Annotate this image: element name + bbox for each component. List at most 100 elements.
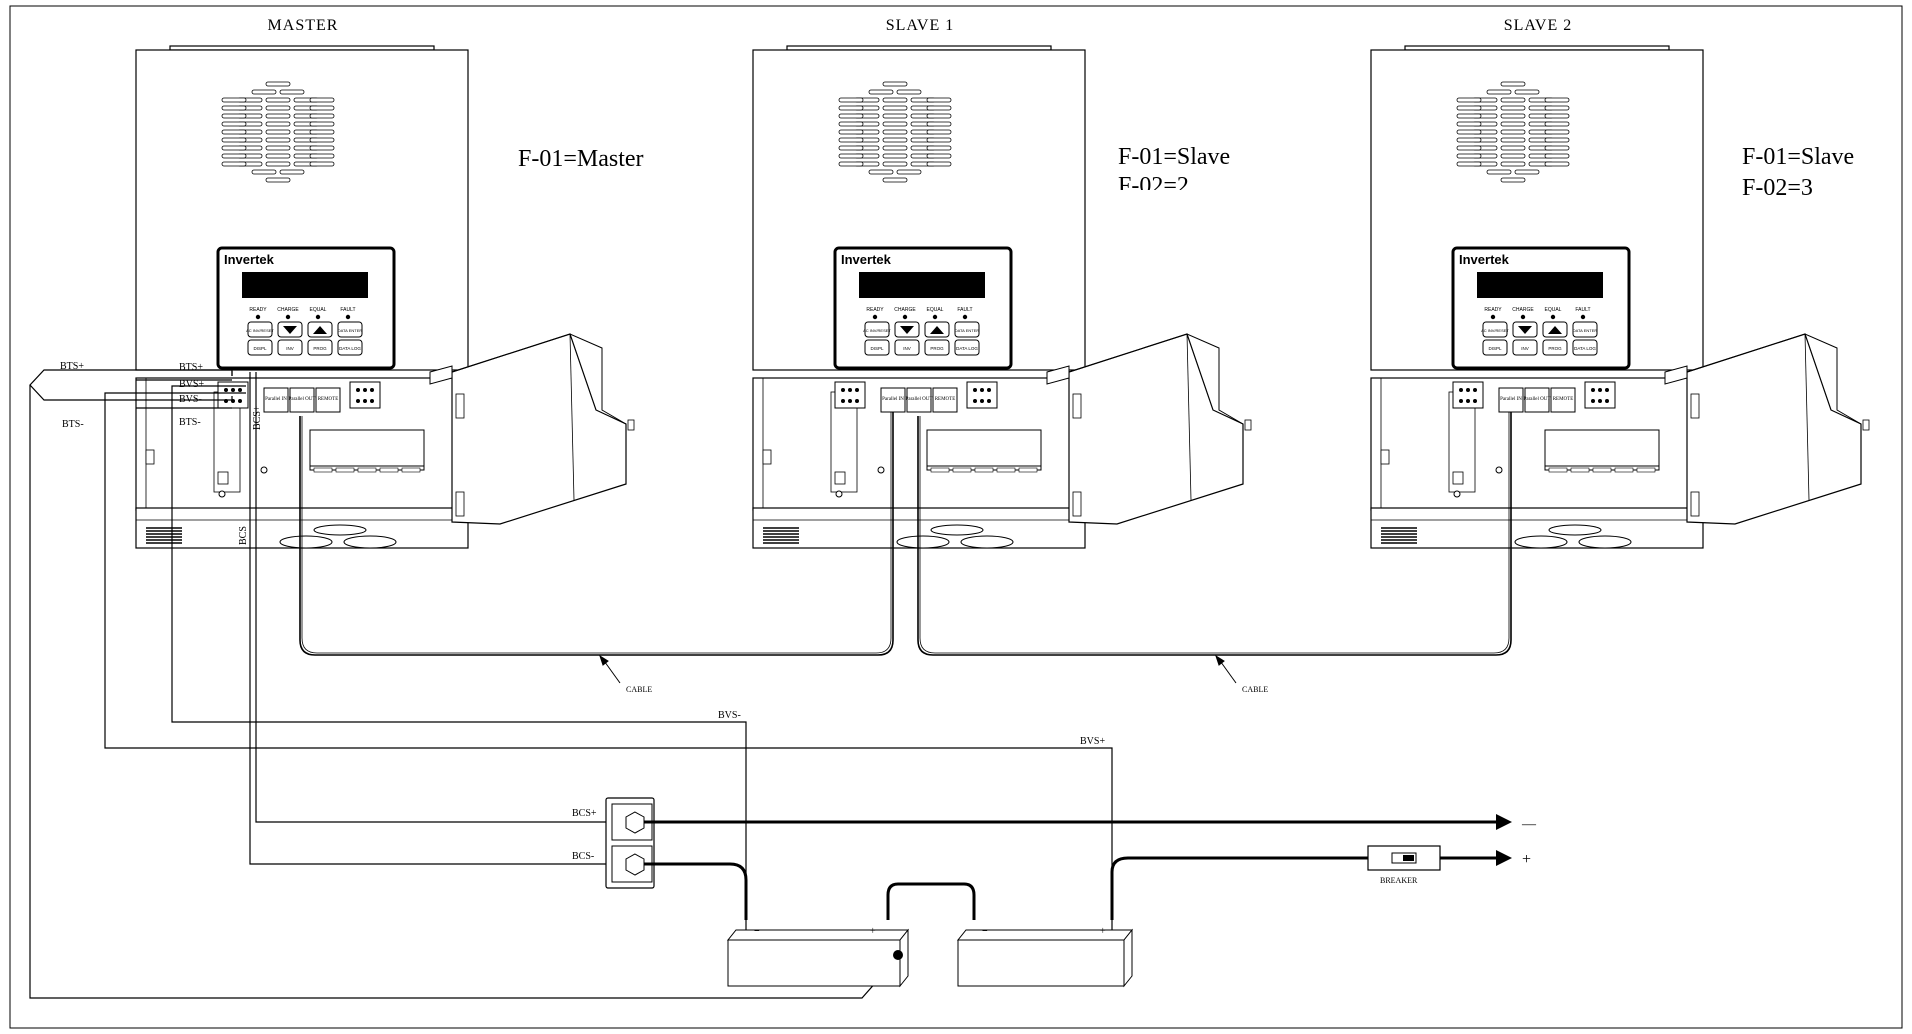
keypad-button[interactable] [1572,321,1598,338]
open-cover-slave1 [1068,333,1244,525]
led-label: READY [1484,307,1502,313]
label-bts-minus-left: BTS- [62,419,84,430]
keypad-button[interactable] [1482,339,1508,356]
parallel-port [880,387,906,413]
brand-label: Invertek [224,252,275,267]
breaker [1367,845,1441,871]
battery-2 [956,928,1134,988]
cable-pointer-2 [1215,654,1237,684]
keypad-button[interactable] [337,321,363,338]
current-shunt [605,797,655,889]
port-label: Parallel IN [1500,397,1522,402]
keypad-button[interactable] [954,321,980,338]
brand-label: Invertek [1459,252,1510,267]
port-label: Parallel OUT [1524,397,1551,402]
label-bvs-minus: BVS- [179,394,202,405]
parallel-port [1550,387,1576,413]
keypad-button[interactable] [894,339,920,356]
parallel-cable-2 [917,412,1512,656]
keypad-button[interactable] [864,339,890,356]
battery-1-plus: + [870,926,876,937]
negative-arrow [1496,814,1512,830]
parallel-port [1524,387,1550,413]
key-label: DATA ENTER [1573,328,1598,333]
down-arrow-icon [283,326,297,334]
cable-label-2: CABLE [1242,685,1268,694]
brand-label: Invertek [841,252,892,267]
status-led [872,314,878,320]
parallel-port [289,387,315,413]
port-label: Parallel IN [882,397,904,402]
led-label: FAULT [340,307,355,313]
vent-grille-master [221,81,335,183]
parallel-port [315,387,341,413]
port-label: REMOTE [935,397,956,402]
key-label: DISPL [1488,346,1502,351]
config-slave2-f02: F-02=3 [1742,175,1813,201]
parallel-port [906,387,932,413]
key-label: DISPL [870,346,884,351]
keypad-button[interactable] [1512,339,1538,356]
port-label: Parallel OUT [906,397,933,402]
status-led [962,314,968,320]
keypad-button[interactable] [924,339,950,356]
led-label: CHARGE [1512,307,1534,313]
keypad-button[interactable] [864,321,890,338]
keypad-button[interactable] [277,339,303,356]
open-cover-master [451,333,627,525]
key-label: INV [1521,346,1529,351]
led-label: CHARGE [894,307,916,313]
negative-output-label: — [1521,817,1537,832]
down-arrow-icon [900,326,914,334]
config-master-f01: F-01=Master [518,146,644,172]
parallel-port [263,387,289,413]
keypad-button[interactable] [247,339,273,356]
label-bcs-vertical: BCS [238,526,249,545]
label-bts-minus: BTS- [179,417,201,428]
label-bcs-minus-lower: BCS- [572,851,594,862]
label-bvs-plus: BVS+ [179,379,204,390]
keypad-button[interactable] [954,339,980,356]
key-label: DATA LOG [1574,346,1596,351]
status-led [285,314,291,320]
keypad-button[interactable] [337,339,363,356]
status-led [315,314,321,320]
breaker-label: BREAKER [1380,876,1418,885]
keypad-button[interactable] [1482,321,1508,338]
key-label: PROG [1548,346,1562,351]
parallel-port [932,387,958,413]
status-led [1580,314,1586,320]
battery-1 [726,928,910,988]
battery-2-plus: + [1100,926,1106,937]
battery-1-minus: − [754,926,760,937]
key-label: INV [903,346,911,351]
label-bcs-plus-lower: BCS+ [572,808,597,819]
port-label: REMOTE [318,397,339,402]
config-slave2-f01: F-01=Slave [1742,144,1854,170]
parallel-cable-1 [299,412,894,656]
down-arrow-icon [1518,326,1532,334]
label-bts-plus-left: BTS+ [60,361,84,372]
keypad-button[interactable] [1572,339,1598,356]
cable-pointer-1 [599,654,621,684]
port-label: Parallel OUT [289,397,316,402]
unit-title-master: MASTER [268,17,339,34]
led-label: EQUAL [927,307,944,313]
status-led [902,314,908,320]
keypad-button[interactable] [307,339,333,356]
led-label: READY [249,307,267,313]
key-label: PROG [313,346,327,351]
vent-grille-slave2 [1456,81,1570,183]
led-label: READY [866,307,884,313]
label-bcs-plus-vertical: BCS+ [252,405,263,430]
battery-1-sense-terminal [893,950,903,960]
keypad-button[interactable] [247,321,273,338]
keypad-button[interactable] [1542,339,1568,356]
label-bvs-minus-lower: BVS- [718,710,741,721]
